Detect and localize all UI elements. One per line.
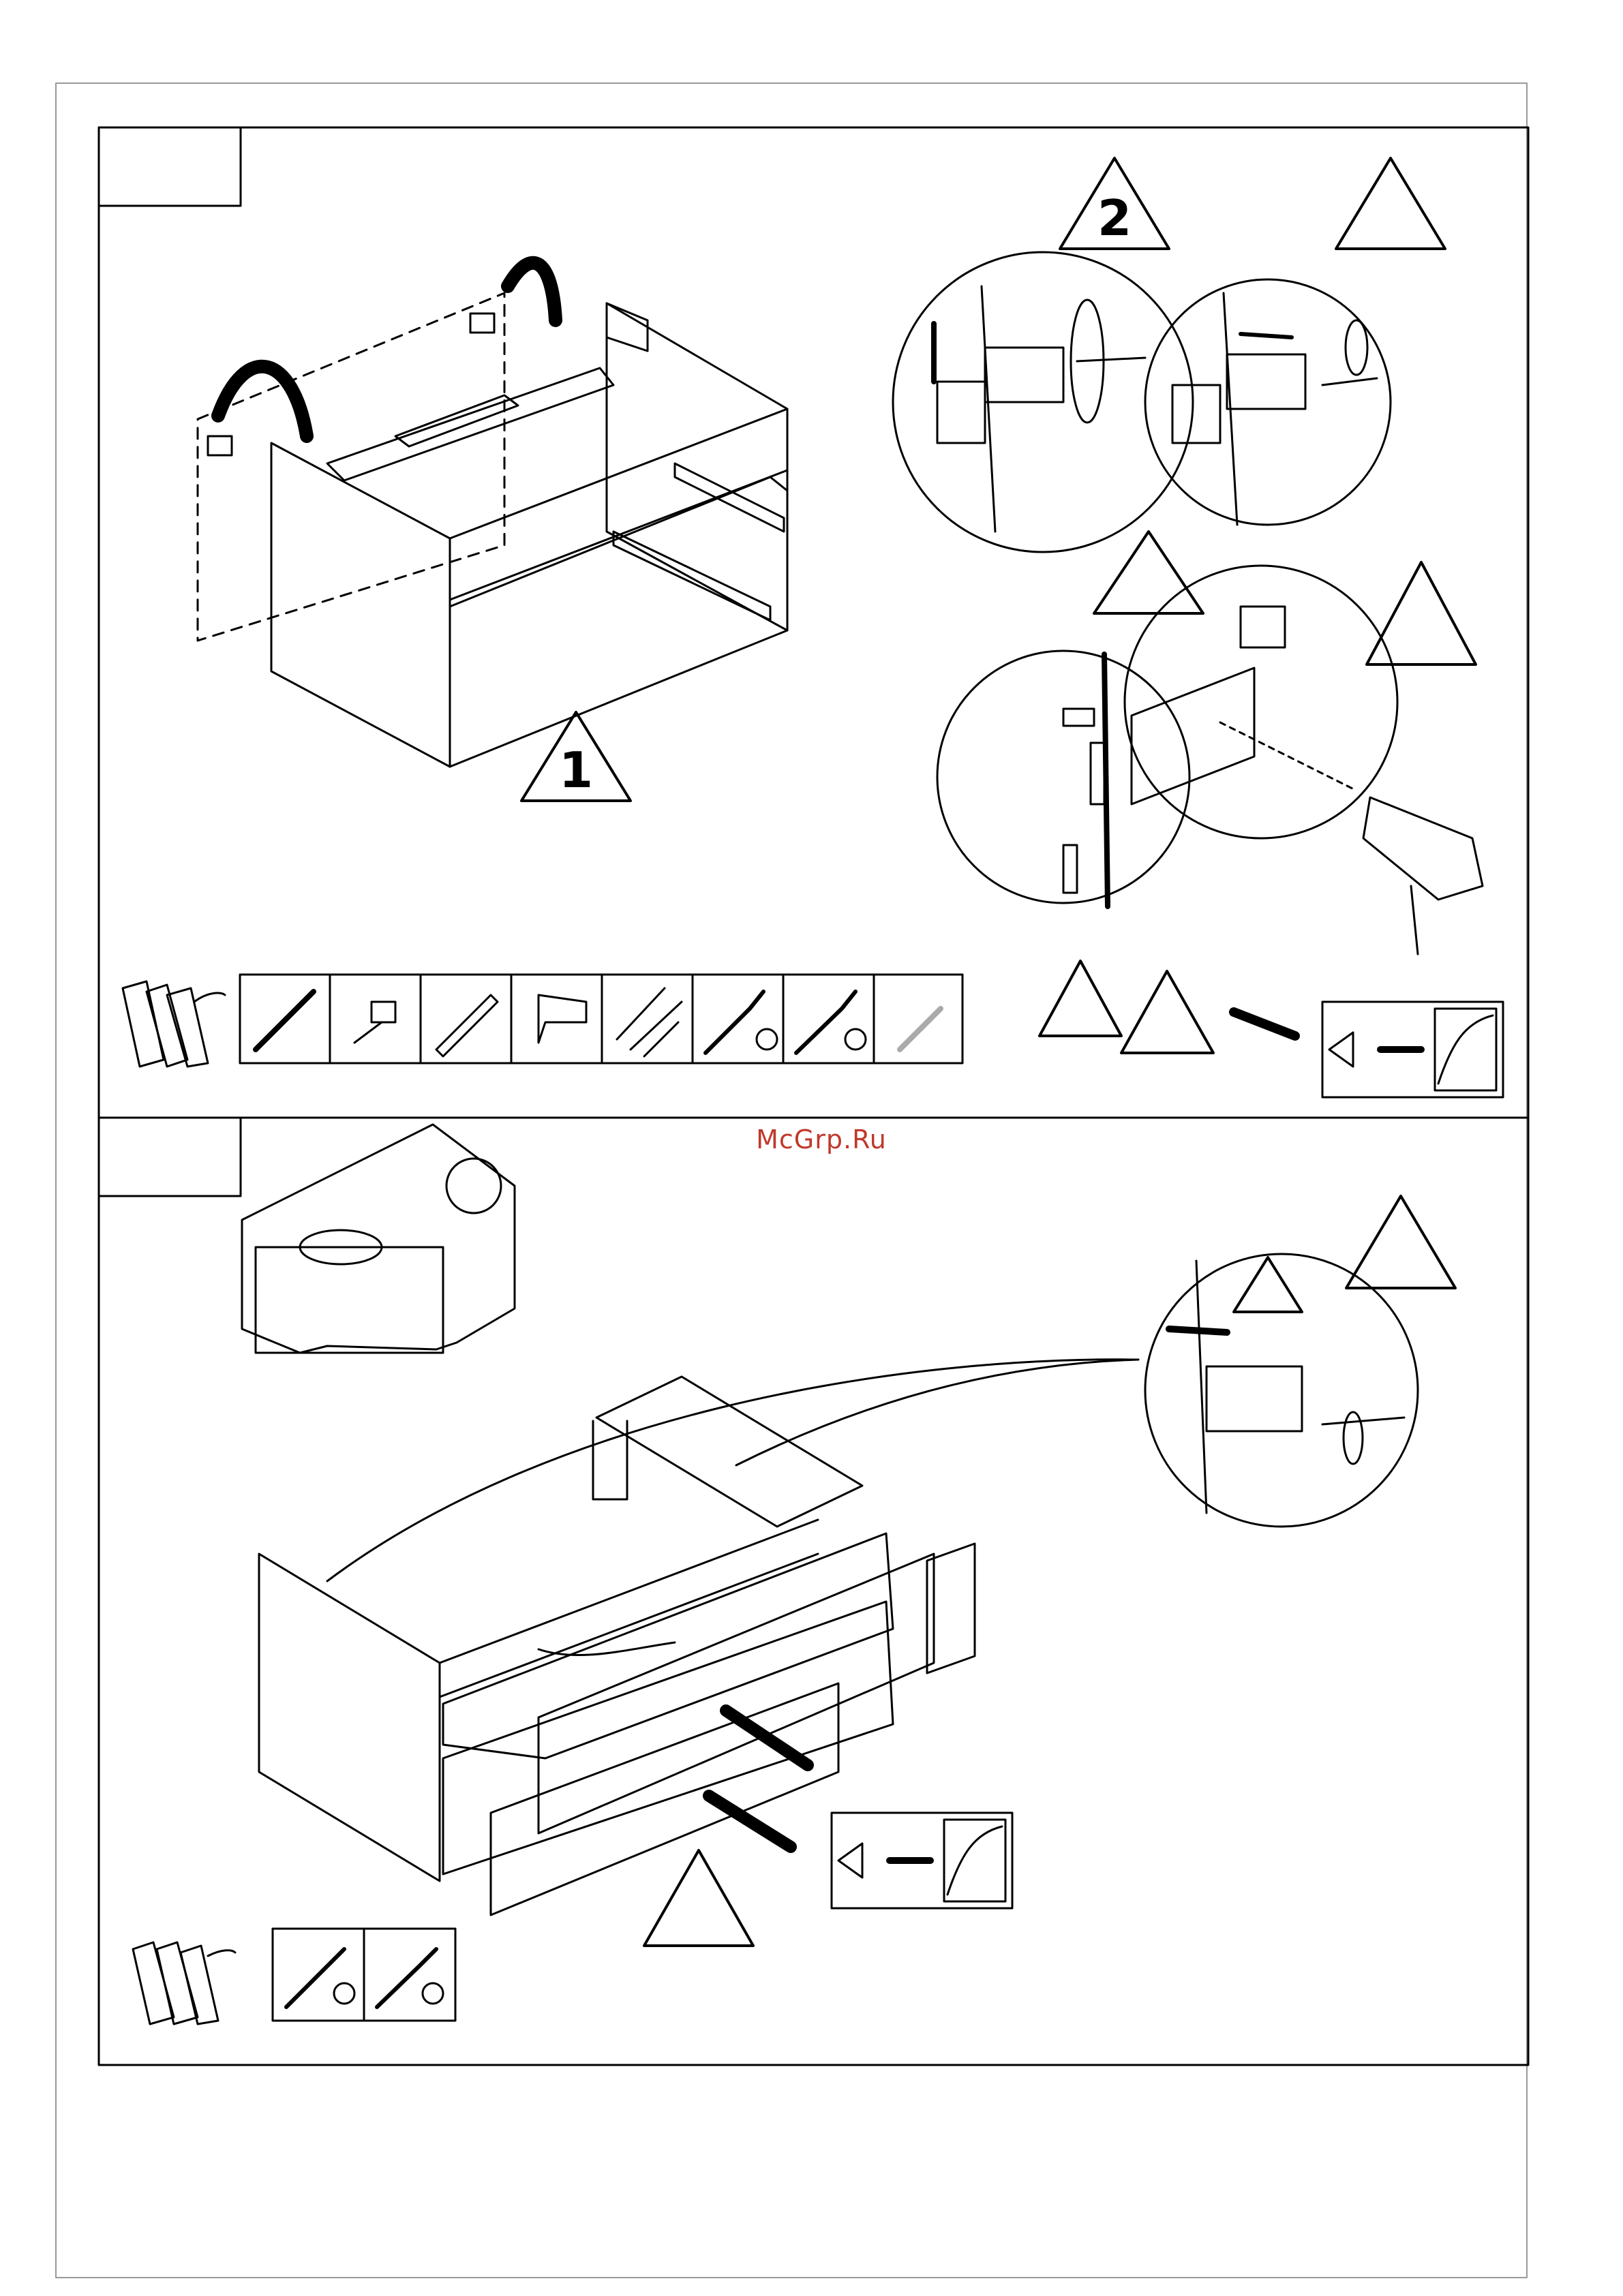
warning-triangle-a bbox=[1040, 961, 1121, 1036]
watermark: McGrp.Ru bbox=[740, 1124, 903, 1154]
triangle-1-number: 1 bbox=[559, 741, 593, 799]
arrow-to-peel-film bbox=[1234, 1012, 1295, 1036]
drawer-runner-top bbox=[675, 463, 784, 532]
triangle-2-number: 2 bbox=[1097, 189, 1132, 247]
peel-film-icon-step2 bbox=[832, 1813, 1012, 1908]
cabinet-bottom-edge bbox=[450, 630, 787, 767]
wall-plug-screw-icon bbox=[900, 1009, 941, 1050]
upper-drawer-box bbox=[443, 1533, 893, 1758]
warning-triangle-step2-top bbox=[1346, 1196, 1455, 1288]
pull-out-arrow-lower bbox=[709, 1796, 791, 1847]
wall-hanger-left bbox=[208, 436, 232, 455]
packaging-bundle-icon-step2 bbox=[133, 1942, 235, 2024]
pencil-icon bbox=[256, 992, 314, 1050]
tool-strip-step2 bbox=[273, 1929, 455, 2021]
lift-arrow-left bbox=[218, 367, 307, 436]
spirit-level-icon bbox=[436, 995, 498, 1056]
page-border bbox=[56, 83, 1527, 2278]
electric-drill-drawing bbox=[1363, 797, 1483, 900]
warning-triangle-empty-top bbox=[1336, 158, 1445, 249]
siphon-cutout bbox=[539, 1642, 675, 1655]
detail-pointer-line-2 bbox=[736, 1360, 1138, 1465]
warning-triangle-step2-small bbox=[1234, 1257, 1302, 1312]
cabinet-top-edge bbox=[450, 409, 787, 538]
back-hanger bbox=[607, 303, 648, 351]
lower-drawer-front bbox=[491, 1683, 838, 1915]
rotate-arrow-icon-right bbox=[1346, 320, 1367, 375]
drawer-runner-bottom bbox=[613, 532, 770, 620]
warning-triangle-step2-bottom bbox=[644, 1850, 753, 1946]
warning-triangle-b bbox=[1121, 971, 1213, 1053]
pull-arrow-icon bbox=[1169, 1329, 1227, 1332]
step1-number-box bbox=[99, 127, 241, 206]
tape-measure-icon bbox=[354, 1002, 395, 1043]
cabinet-inner-back bbox=[450, 477, 787, 607]
wall-dashed-outline bbox=[198, 293, 504, 641]
drawer-adjust-detail bbox=[1145, 1254, 1418, 1527]
vanity-frame bbox=[440, 1520, 818, 1697]
peel-film-icon bbox=[1322, 1002, 1503, 1097]
step1-panel bbox=[99, 127, 1528, 1118]
packaging-bundle-icon bbox=[123, 981, 225, 1067]
detail-pointer-line-1 bbox=[327, 1360, 1138, 1581]
phillips-screwdriver-icon bbox=[706, 992, 763, 1053]
pull-out-arrow-upper bbox=[726, 1711, 808, 1765]
warning-triangle-empty-mid bbox=[1094, 532, 1203, 613]
flat-screwdriver-icon-step2 bbox=[377, 1949, 436, 2007]
hanger-adjust-detail-right bbox=[1145, 279, 1391, 525]
cabinet-carcass-drawing bbox=[198, 263, 787, 767]
drill-bits-icon bbox=[617, 988, 682, 1056]
rotate-arrow-icon-step2 bbox=[1344, 1412, 1363, 1464]
upper-drawer-front bbox=[539, 1554, 934, 1833]
bathroom-thumbnail bbox=[242, 1124, 515, 1353]
electric-drill-icon bbox=[539, 995, 586, 1043]
step2-number-box bbox=[99, 1118, 241, 1196]
warning-triangle-empty-right bbox=[1367, 562, 1476, 664]
wall-mount-drill-detail bbox=[937, 566, 1483, 954]
hanger-adjust-detail-left bbox=[893, 252, 1193, 552]
cabinet-side-panel bbox=[271, 443, 450, 767]
push-arrow-icon bbox=[1241, 334, 1292, 337]
lift-arrow-right bbox=[508, 263, 556, 320]
tool-strip bbox=[240, 975, 962, 1063]
wall-hanger-right bbox=[470, 313, 494, 333]
vanity-side-panel bbox=[259, 1554, 440, 1881]
vanity-top-board bbox=[596, 1377, 862, 1527]
